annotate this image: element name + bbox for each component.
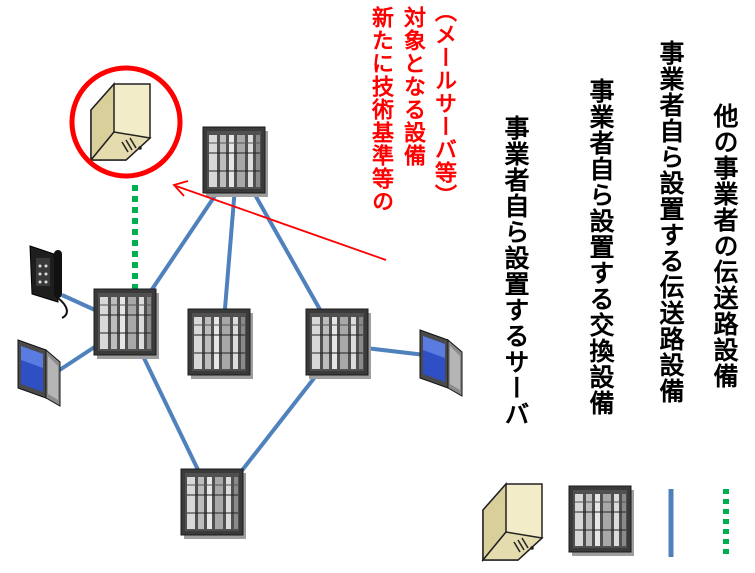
server-icon bbox=[90, 83, 151, 161]
legend-label-own-transmission: 事業者自ら設置する伝送路設備 bbox=[656, 40, 685, 404]
callout-line-3: （メールサーバ等） bbox=[431, 0, 456, 207]
legend-label-server: 事業者自ら設置するサーバ bbox=[501, 115, 530, 427]
callout-line-1: 新たに技術基準等の bbox=[368, 6, 393, 213]
laptop-icon bbox=[17, 339, 61, 407]
legend-label-other-transmission: 他の事業者の伝送路設備 bbox=[710, 103, 739, 389]
phone-icon bbox=[29, 245, 68, 319]
switch-middle bbox=[187, 308, 254, 380]
legend-switch-rack-icon bbox=[568, 485, 635, 557]
highlight-circle bbox=[69, 65, 183, 179]
callout-arrow bbox=[172, 180, 387, 261]
callout-line-2: 対象となる設備 bbox=[400, 6, 425, 167]
switch-left bbox=[93, 288, 160, 360]
switch-bottom bbox=[180, 468, 247, 540]
switch-top bbox=[202, 126, 269, 198]
legend-label-switch: 事業者自ら設置する交換設備 bbox=[586, 78, 615, 416]
switch-right bbox=[305, 308, 372, 380]
laptop-icon bbox=[419, 329, 463, 397]
legend-server-icon bbox=[482, 483, 543, 561]
